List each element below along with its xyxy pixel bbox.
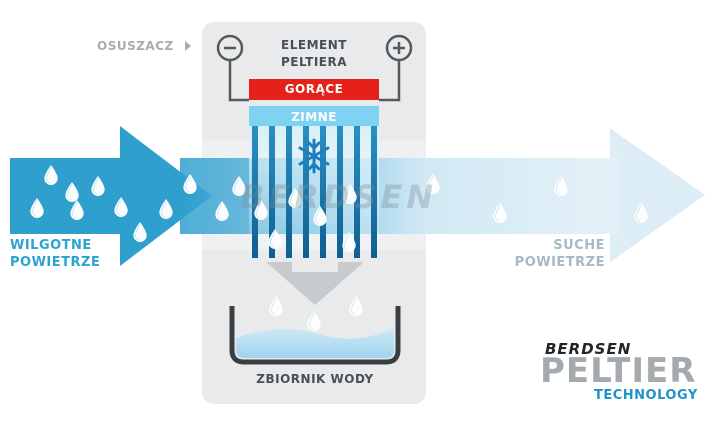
dry-air-line2: POWIETRZE: [514, 255, 605, 270]
humid-air-arrow: [10, 126, 212, 266]
water-surface: [236, 328, 394, 358]
brand-logo: BERDSEN: [545, 340, 632, 358]
dry-air-label: SUCHE POWIETRZE: [487, 237, 605, 271]
snowflake-icon: [298, 138, 330, 174]
down-arrow: [266, 262, 364, 305]
water-tank-label: ZBIORNIK WODY: [256, 372, 374, 386]
hot-plate: [249, 79, 379, 100]
dehumidifier-label: OSUSZACZ: [97, 39, 174, 53]
hot-label: GORĄCE: [284, 82, 344, 96]
humid-air-label: WILGOTNE POWIETRZE: [10, 237, 100, 271]
humid-air-line2: POWIETRZE: [10, 255, 101, 270]
peltier-element-line2: PELTIERA: [280, 55, 348, 69]
peltier-element-line1: ELEMENT: [281, 38, 347, 52]
humid-air-line1: WILGOTNE: [10, 238, 92, 253]
water-tank: [229, 306, 401, 365]
peltier-element-label: ELEMENT PELTIERA: [262, 37, 366, 71]
cooling-fins: [252, 126, 377, 258]
pointer-arrow-icon: [185, 41, 191, 51]
product-name: PELTIER: [540, 351, 697, 391]
product-tagline: TECHNOLOGY: [594, 388, 698, 403]
cold-plate: [249, 106, 379, 126]
watermark: BERDSEN: [240, 178, 438, 216]
cold-label: ZIMNE: [291, 110, 337, 124]
dry-air-line1: SUCHE: [553, 238, 605, 253]
